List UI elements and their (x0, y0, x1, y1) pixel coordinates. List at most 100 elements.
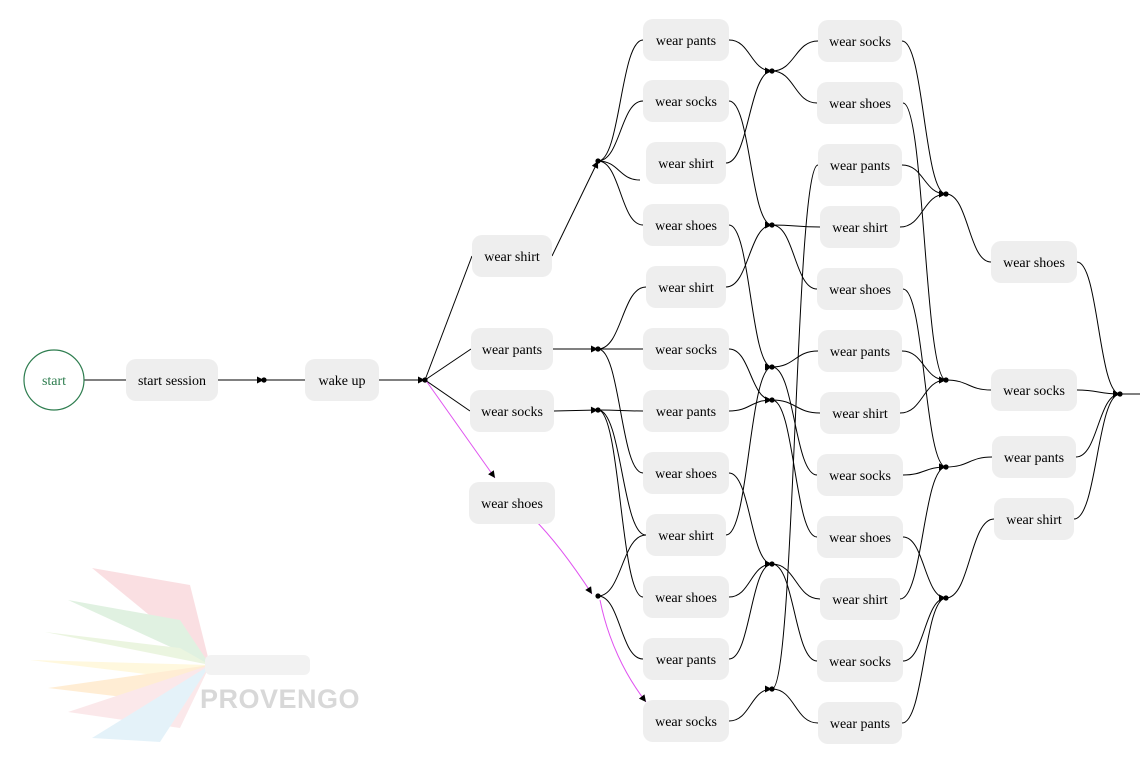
nodes: start session wake up wear shirt wear pants… (126, 19, 1077, 744)
edge (902, 102, 947, 384)
node-n_socks_1[interactable]: wear socks (470, 390, 554, 432)
node-c4_pants_c[interactable]: wear pants (818, 702, 902, 744)
node-c4_socks_a[interactable]: wear socks (818, 20, 902, 62)
edge (728, 224, 773, 371)
node-c4_shoes_a[interactable]: wear shoes (817, 82, 903, 124)
node-label: wear shoes (655, 591, 717, 606)
start-label: start (42, 374, 66, 389)
edge (1076, 261, 1121, 398)
node-box (643, 390, 729, 432)
edge (424, 255, 473, 381)
node-label: wake up (318, 374, 365, 389)
node-box (817, 640, 903, 682)
edge (945, 379, 992, 391)
edge (771, 224, 821, 228)
node-label: wear shoes (655, 467, 717, 482)
node-label: wear socks (829, 35, 891, 50)
edge (902, 594, 947, 662)
node-n_wake_up[interactable]: wake up (305, 359, 379, 401)
node-box (817, 454, 903, 496)
edge (728, 472, 773, 568)
node-c3_shirt_a[interactable]: wear shirt (646, 142, 726, 184)
edge (771, 688, 819, 724)
junction-dot (595, 158, 601, 164)
node-box (643, 700, 729, 742)
edge (725, 221, 773, 288)
node-c3_shoes_b[interactable]: wear shoes (643, 452, 729, 494)
node-box (994, 498, 1074, 540)
edge (899, 463, 947, 600)
junction-dots (261, 68, 1123, 692)
node-label: wear socks (829, 469, 891, 484)
node-c4_pants_a[interactable]: wear pants (818, 144, 902, 186)
node-label: wear shirt (658, 281, 714, 296)
node-c4_shoes_c[interactable]: wear shoes (817, 516, 903, 558)
watermark-text: PROVENGO (200, 684, 360, 714)
junction-dot (595, 593, 601, 599)
node-label: wear pants (830, 159, 890, 174)
node-n_shirt_1[interactable]: wear shirt (472, 235, 552, 277)
node-c3_socks_b[interactable]: wear socks (643, 328, 729, 370)
node-c5_socks[interactable]: wear socks (991, 369, 1077, 411)
start-node[interactable]: start (23, 349, 85, 411)
node-c4_pants_b[interactable]: wear pants (818, 330, 902, 372)
edge (899, 376, 947, 414)
node-c4_shirt_a[interactable]: wear shirt (820, 206, 900, 248)
node-c3_shoes_a[interactable]: wear shoes (643, 204, 729, 246)
node-label: wear pants (656, 653, 716, 668)
edge (597, 286, 647, 350)
node-box (818, 144, 902, 186)
node-c3_pants_b[interactable]: wear pants (643, 390, 729, 432)
node-c3_pants_c[interactable]: wear pants (643, 638, 729, 680)
node-label: wear shoes (829, 283, 891, 298)
edge (597, 409, 644, 412)
node-label: wear shirt (658, 157, 714, 172)
node-n_shoes_1[interactable]: wear shoes (469, 482, 555, 524)
edge (901, 594, 947, 724)
edge (728, 560, 773, 598)
node-n_pants_1[interactable]: wear pants (471, 328, 553, 370)
edge (945, 193, 992, 263)
node-c3_socks_a[interactable]: wear socks (643, 80, 729, 122)
node-box (820, 206, 900, 248)
edge (553, 406, 599, 414)
highlight-edge (532, 517, 593, 595)
node-box (646, 514, 726, 556)
node-c3_shoes_c[interactable]: wear shoes (643, 576, 729, 618)
node-box (992, 436, 1076, 478)
node-label: wear shoes (829, 531, 891, 546)
node-c4_shirt_c[interactable]: wear shirt (820, 578, 900, 620)
edge (771, 350, 819, 368)
node-label: wear socks (655, 95, 717, 110)
node-c4_socks_c[interactable]: wear socks (817, 640, 903, 682)
node-box (818, 330, 902, 372)
node-box (817, 82, 903, 124)
node-c3_shirt_c[interactable]: wear shirt (646, 514, 726, 556)
node-label: wear pants (1004, 451, 1064, 466)
node-n_start_session[interactable]: start session (126, 359, 218, 401)
node-c4_shirt_b[interactable]: wear shirt (820, 392, 900, 434)
node-c5_shoes[interactable]: wear shoes (991, 241, 1077, 283)
node-box (305, 359, 379, 401)
node-c5_shirt[interactable]: wear shirt (994, 498, 1074, 540)
node-box (646, 142, 726, 184)
node-c3_shirt_b[interactable]: wear shirt (646, 266, 726, 308)
node-c3_socks_c[interactable]: wear socks (643, 700, 729, 742)
node-c5_pants[interactable]: wear pants (992, 436, 1076, 478)
node-label: wear socks (829, 655, 891, 670)
node-label: start session (138, 374, 206, 389)
edge (901, 40, 947, 198)
node-box (643, 204, 729, 246)
node-label: wear shoes (655, 219, 717, 234)
junction-dot (943, 464, 949, 470)
node-label: wear shoes (481, 497, 543, 512)
node-c3_pants_a[interactable]: wear pants (643, 19, 729, 61)
node-c4_socks_b[interactable]: wear socks (817, 454, 903, 496)
node-label: wear pants (830, 345, 890, 360)
edge (728, 396, 773, 412)
edge (901, 164, 947, 198)
node-label: wear shoes (829, 97, 891, 112)
node-c4_shoes_b[interactable]: wear shoes (817, 268, 903, 310)
highlight-edge (426, 381, 496, 479)
